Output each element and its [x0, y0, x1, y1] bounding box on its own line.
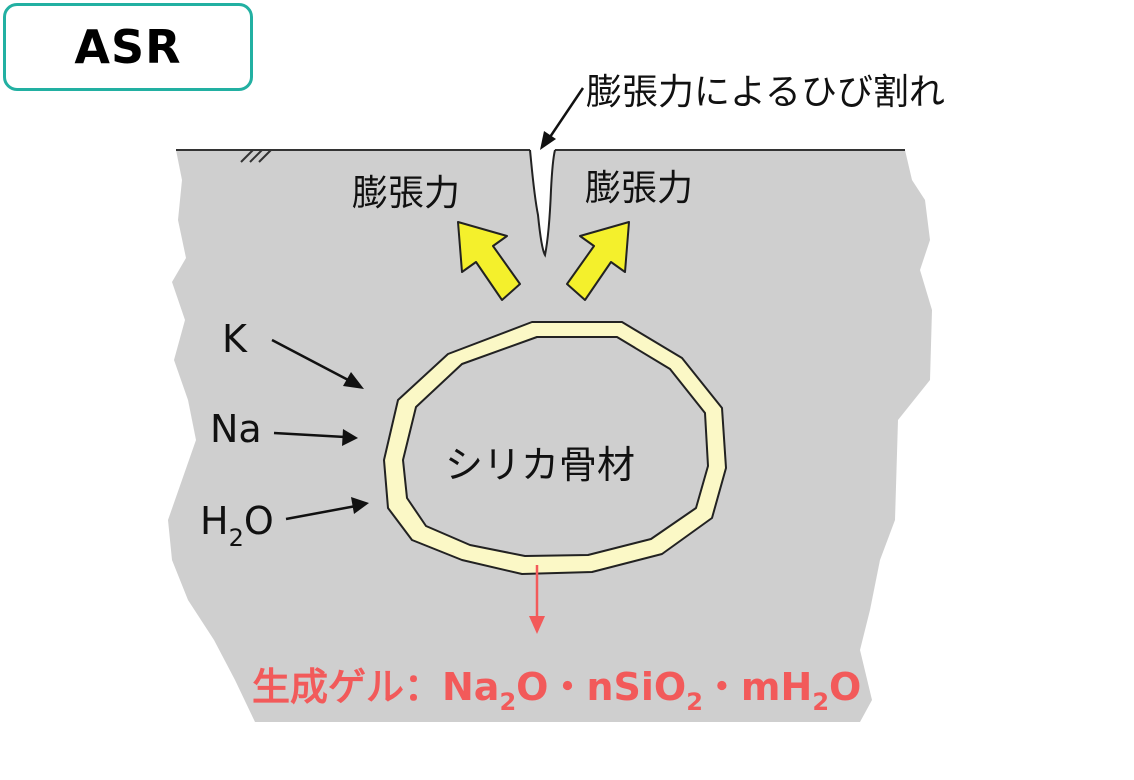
crack-pointer-arrow: [540, 87, 585, 150]
gel-sub-2: 2: [686, 688, 703, 716]
ion-na-arrow: [273, 429, 358, 446]
gel-mid-2: ・mH: [703, 665, 812, 709]
silica-aggregate: [402, 336, 709, 557]
water-o: O: [244, 499, 274, 543]
aggregate-label: シリカ骨材: [445, 443, 635, 487]
expansion-label-right: 膨張力: [585, 168, 693, 209]
asr-badge-label: ASR: [74, 20, 182, 74]
crack-label: 膨張力によるひび割れ: [586, 72, 945, 113]
water-label: H2O: [200, 499, 274, 552]
ion-k-label: K: [222, 317, 248, 361]
expansion-arrow-left: [457, 221, 521, 301]
water-arrow: [285, 497, 369, 521]
crack: [529, 149, 556, 258]
gel-sub-3: 2: [812, 688, 829, 716]
expansion-arrow-right: [566, 221, 630, 301]
asr-badge: ASR: [3, 3, 253, 91]
ion-k-arrow: [271, 338, 364, 389]
ion-na-label: Na: [210, 407, 262, 451]
gel-suffix: O: [829, 665, 861, 709]
gel-sub-1: 2: [499, 688, 516, 716]
gel-mid-1: O・nSiO: [516, 665, 686, 709]
water-h: H: [200, 499, 229, 543]
gel-arrow: [529, 565, 545, 634]
ground-hatch-icon: [240, 149, 272, 163]
gel-formula: 生成ゲル：Na2O・nSiO2・mH2O: [252, 665, 861, 716]
water-sub: 2: [229, 524, 244, 552]
gel-prefix: 生成ゲル：Na: [252, 665, 499, 709]
expansion-label-left: 膨張力: [352, 173, 460, 214]
